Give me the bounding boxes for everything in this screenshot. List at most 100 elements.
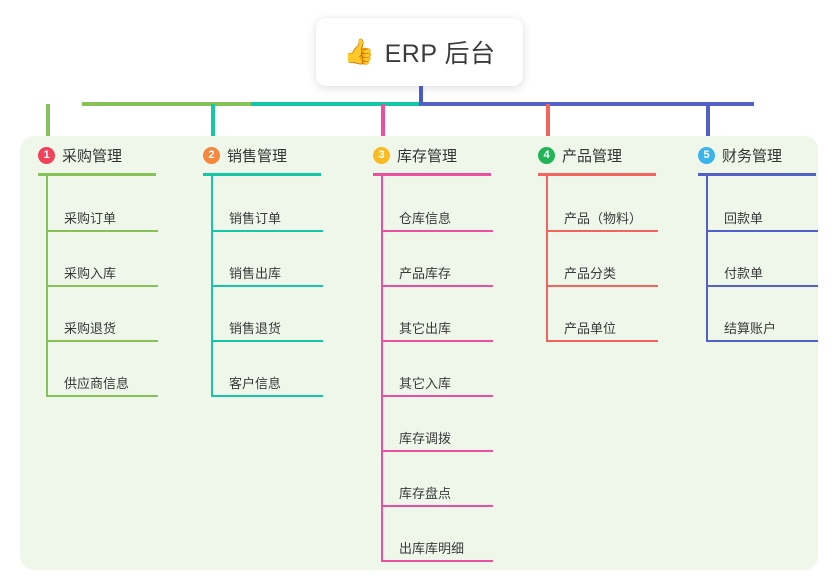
branch-header-row: 4 产品管理 (520, 136, 680, 166)
branch-number-badge: 3 (373, 147, 390, 164)
branch-item-rule (706, 340, 818, 342)
branch-item-rule (381, 340, 493, 342)
branch-stem (546, 176, 548, 342)
branch-item[interactable]: 回款单 (706, 204, 818, 232)
branch-header-4[interactable]: 4 产品管理 (520, 136, 680, 176)
branch-item-rule (211, 285, 323, 287)
branch-header-row: 1 采购管理 (20, 136, 180, 166)
branch-item-label: 供应商信息 (64, 376, 130, 391)
drop-connector-4 (546, 104, 550, 138)
branch-item[interactable]: 产品分类 (546, 259, 658, 287)
branch-item-label: 产品单位 (564, 321, 617, 336)
branch-title: 产品管理 (562, 148, 623, 165)
branch-header-3[interactable]: 3 库存管理 (355, 136, 515, 176)
branch-item-label: 采购订单 (64, 211, 117, 226)
branch-column-1: 1 采购管理采购订单采购入库采购退货供应商信息 (20, 136, 180, 397)
branch-header-rule (38, 173, 156, 176)
branch-item-label: 回款单 (724, 211, 764, 226)
branch-item-label: 库存调拨 (399, 431, 452, 446)
branch-header-rule (698, 173, 816, 176)
branch-item-label: 采购退货 (64, 321, 117, 336)
branch-item-label: 结算账户 (724, 321, 777, 336)
branch-item-rule (706, 285, 818, 287)
branch-header-rule (373, 173, 491, 176)
branch-header-row: 3 库存管理 (355, 136, 515, 166)
branch-item[interactable]: 产品（物料） (546, 204, 658, 232)
branch-item-rule (211, 395, 323, 397)
branch-item-label: 付款单 (724, 266, 764, 281)
branch-stem (706, 176, 708, 342)
thumbs-up-icon: 👍 (343, 37, 375, 66)
branch-item[interactable]: 付款单 (706, 259, 818, 287)
branch-item[interactable]: 产品单位 (546, 314, 658, 342)
branch-column-4: 4 产品管理产品（物料） 产品分类产品单位 (520, 136, 680, 342)
drop-connector-5 (706, 104, 710, 138)
branch-item[interactable]: 出库库明细 (381, 534, 493, 562)
branch-item-rule (381, 560, 493, 562)
branch-item-label: 产品分类 (564, 266, 617, 281)
drop-connector-3 (381, 104, 385, 138)
drop-connector-1 (46, 104, 50, 138)
branch-item[interactable]: 采购订单 (46, 204, 158, 232)
branch-item-label: 产品库存 (399, 266, 452, 281)
branch-item-rule (381, 395, 493, 397)
branch-item-rule (211, 230, 323, 232)
branch-item-rule (381, 285, 493, 287)
branch-item-rule (46, 340, 158, 342)
branch-item-label: 产品（物料） (564, 211, 643, 226)
branch-item-rule (46, 395, 158, 397)
branch-item-rule (381, 505, 493, 507)
branch-item-label: 客户信息 (229, 376, 282, 391)
branch-item-rule (46, 230, 158, 232)
branch-item[interactable]: 客户信息 (211, 369, 323, 397)
branch-item[interactable]: 销售出库 (211, 259, 323, 287)
branch-item-rule (211, 340, 323, 342)
root-node-card[interactable]: 👍 ERP 后台 (316, 18, 523, 86)
branch-item[interactable]: 结算账户 (706, 314, 818, 342)
branch-item[interactable]: 产品库存 (381, 259, 493, 287)
branch-item[interactable]: 销售退货 (211, 314, 323, 342)
branch-item[interactable]: 供应商信息 (46, 369, 158, 397)
branch-item-label: 销售出库 (229, 266, 282, 281)
branch-item-label: 销售退货 (229, 321, 282, 336)
drop-connector-2 (211, 104, 215, 138)
branch-item-rule (381, 450, 493, 452)
branch-item-label: 其它出库 (399, 321, 452, 336)
branch-item[interactable]: 采购入库 (46, 259, 158, 287)
branch-title: 财务管理 (722, 148, 783, 165)
branch-item[interactable]: 其它出库 (381, 314, 493, 342)
branch-item-label: 库存盘点 (399, 486, 452, 501)
branch-item[interactable]: 仓库信息 (381, 204, 493, 232)
branch-header-1[interactable]: 1 采购管理 (20, 136, 180, 176)
branch-item[interactable]: 库存调拨 (381, 424, 493, 452)
branch-item-rule (381, 230, 493, 232)
branch-item-rule (46, 285, 158, 287)
branch-item-label: 采购入库 (64, 266, 117, 281)
branch-item-label: 出库库明细 (399, 541, 465, 556)
branch-item-rule (546, 230, 658, 232)
branch-title: 库存管理 (397, 148, 458, 165)
branch-item[interactable]: 采购退货 (46, 314, 158, 342)
branch-item-label: 销售订单 (229, 211, 282, 226)
root-connector-vertical (419, 86, 423, 104)
branch-item[interactable]: 其它入库 (381, 369, 493, 397)
bus-segment-green (82, 102, 251, 106)
branch-number-badge: 1 (38, 147, 55, 164)
branch-header-rule (203, 173, 321, 176)
branch-item[interactable]: 销售订单 (211, 204, 323, 232)
branch-title: 采购管理 (62, 148, 123, 165)
branch-item-rule (546, 340, 658, 342)
page-title: ERP 后台 (384, 40, 496, 68)
bus-segment-teal (251, 102, 419, 106)
branch-item[interactable]: 库存盘点 (381, 479, 493, 507)
branch-column-3: 3 库存管理仓库信息产品库存其它出库其它入库库存调拨库存盘点出库库明细 (355, 136, 515, 562)
branch-item-label: 其它入库 (399, 376, 452, 391)
branch-item-rule (546, 285, 658, 287)
branch-number-badge: 4 (538, 147, 555, 164)
